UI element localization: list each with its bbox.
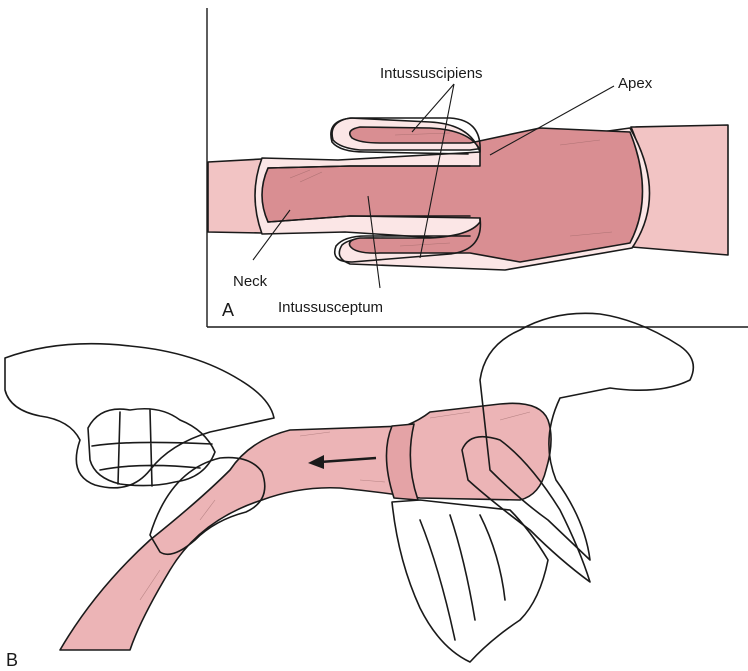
label-intussuscipiens: Intussuscipiens [380,65,483,82]
label-apex: Apex [618,75,653,92]
label-intussusceptum: Intussusceptum [278,299,383,316]
panel-a-letter: A [222,300,234,320]
proximal-bowel-segment [208,159,262,233]
panel-b: B [5,313,693,670]
panel-a: Intussuscipiens Apex Neck Intussusceptum… [207,8,748,327]
mesentery [392,500,548,662]
label-neck: Neck [233,273,268,290]
panel-b-letter: B [6,650,18,670]
bowel-loop-b [60,403,551,650]
